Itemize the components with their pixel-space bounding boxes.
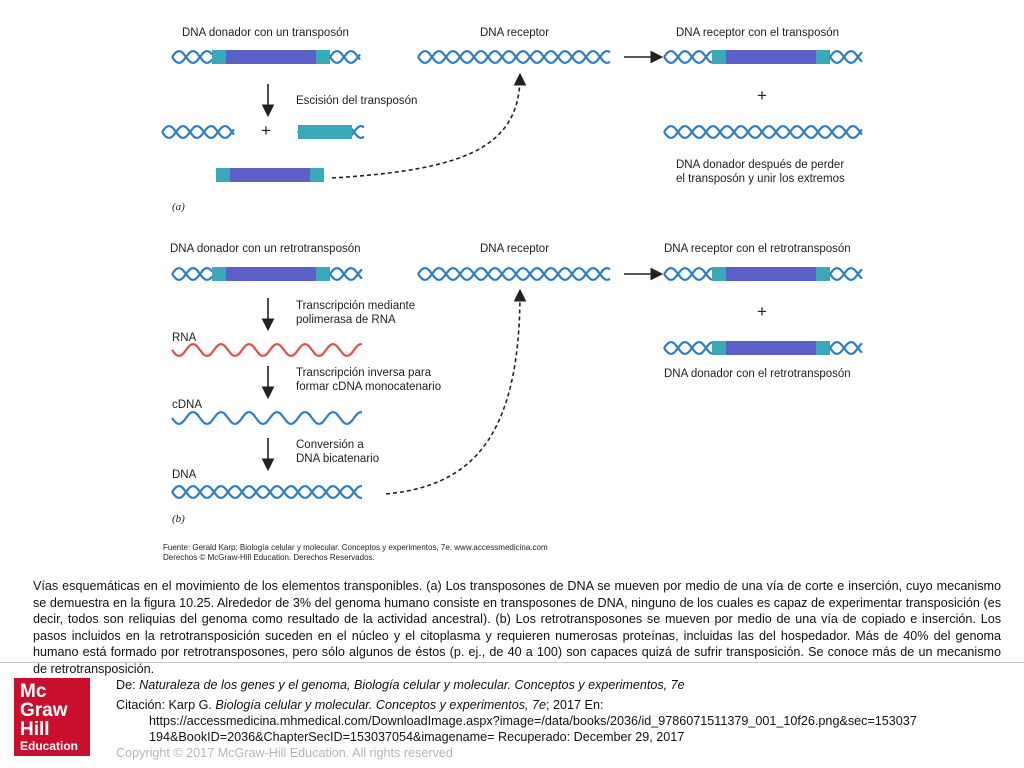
source-line1: Fuente: Gerald Karp: Biología celular y … — [163, 543, 548, 552]
receptor-with-a-left-strand-2 — [663, 50, 713, 64]
receptor-with-a-left-strand-1 — [663, 50, 713, 64]
logo-line1: Mc — [20, 681, 47, 702]
donor-with-b-left-strand-2 — [663, 341, 713, 355]
receptor-with-b-retro-end-right — [816, 267, 830, 281]
free-transposon — [216, 168, 324, 182]
donor-with-b-left-strand-1 — [663, 341, 713, 355]
step2-label-line2: formar cDNA monocatenario — [296, 381, 442, 393]
receptor-a-strand-1 — [417, 50, 611, 64]
donor-a-left-strand-2 — [171, 50, 213, 64]
citation-from-title: Naturaleza de los genes y el genoma, Bio… — [139, 678, 685, 692]
receptor-with-a-transposon — [712, 50, 830, 64]
step1-label-line1: Transcripción mediante — [296, 300, 416, 312]
receptor-label-a: DNA receptor — [480, 27, 550, 39]
donor-after-a-strand-2 — [663, 125, 863, 139]
receptor-with-a-right-strand-1 — [829, 50, 863, 64]
divider — [0, 662, 1024, 663]
rna-label: RNA — [172, 332, 197, 344]
donor-with-b-retro — [712, 341, 830, 355]
step2-label-line1: Transcripción inversa para — [296, 367, 432, 379]
excised-flank — [298, 125, 352, 139]
receptor-with-a-transposon-end-left — [712, 50, 726, 64]
citation-url-line1[interactable]: https://accessmedicina.mhmedical.com/Dow… — [149, 714, 917, 728]
donor-retrotransposon-label: DNA donador con un retrotransposón — [170, 243, 361, 255]
receptor-with-b-right-strand-1 — [829, 267, 863, 281]
citation-from-prefix: De: — [116, 678, 140, 692]
donor-a-transposon-end-left — [212, 50, 226, 64]
donor-a-right-strand-2 — [329, 50, 361, 64]
donor-with-b-right-strand-2 — [829, 341, 863, 355]
transfer-arrow-b — [385, 288, 527, 495]
cdna-label: cDNA — [172, 399, 203, 411]
rna-strand-strand-1 — [171, 343, 362, 357]
receptor-label-b: DNA receptor — [480, 243, 550, 255]
plus-sign-a1: + — [261, 121, 271, 140]
dna-double-strand-1 — [171, 485, 362, 499]
donor-with-b-retro-end-right — [816, 341, 830, 355]
donor-b-right-strand-2 — [329, 267, 363, 281]
donor-b-right-strand-1 — [329, 267, 363, 281]
copyright-text: Copyright © 2017 McGraw-Hill Education. … — [116, 746, 453, 760]
donor-b-retrotransposon-end-right — [316, 267, 330, 281]
source-line2: Derechos © McGraw-Hill Education. Derech… — [163, 553, 375, 562]
receptor-with-retrotransposon-label: DNA receptor con el retrotransposón — [664, 243, 851, 255]
donor-after-label-line2: el transposón y unir los extremos — [676, 173, 845, 185]
citation-suffix: ; 2017 En: — [546, 698, 604, 712]
citation-url-line2: 194&BookID=2036&ChapterSecID=153037054&i… — [149, 730, 685, 744]
receptor-with-b-left-strand-1 — [663, 267, 713, 281]
excision-label: Escisión del transposón — [296, 95, 418, 107]
citation-from: De: Naturaleza de los genes y el genoma,… — [116, 677, 685, 693]
citation-book: Biología celular y molecular. Conceptos … — [215, 698, 547, 712]
donor-b-left-strand-1 — [171, 267, 213, 281]
donor-with-b-retro-end-left — [712, 341, 726, 355]
logo-line2: Graw — [20, 700, 68, 721]
receptor-with-b-retro-end-left — [712, 267, 726, 281]
receptor-with-a-right-strand-2 — [829, 50, 863, 64]
logo-line3: Hill — [20, 719, 50, 740]
plus-sign-a2: + — [757, 86, 767, 105]
donor-a-transposon — [212, 50, 330, 64]
step3-label-line2: DNA bicatenario — [296, 453, 380, 465]
logo-line4: Education — [20, 739, 79, 753]
receptor-b-strand-2 — [417, 267, 611, 281]
mcgraw-hill-logo: Mc Graw Hill Education — [14, 678, 90, 756]
receptor-with-b-retro — [712, 267, 830, 281]
transposition-figure — [161, 50, 863, 499]
donor-b-retrotransposon-end-left — [212, 267, 226, 281]
donor-after-a-strand-1 — [663, 125, 863, 139]
dna-label: DNA — [172, 469, 197, 481]
donor-a-left-strand-1 — [171, 50, 213, 64]
free-transposon-end-left — [216, 168, 230, 182]
citation-line: Citación: Karp G. Biología celular y mol… — [116, 697, 603, 713]
step3-label-line1: Conversión a — [296, 439, 364, 451]
receptor-b-strand-1 — [417, 267, 611, 281]
receptor-a-strand-2 — [417, 50, 611, 64]
donor-b-left-strand-2 — [171, 267, 213, 281]
citation-prefix: Citación: Karp G — [116, 698, 209, 712]
donor-a-transposon-end-right — [316, 50, 330, 64]
step1-label-line2: polimerasa de RNA — [296, 314, 396, 326]
panel-b-letter: (b) — [172, 513, 185, 525]
citation-sep: . — [208, 698, 216, 712]
free-transposon-end-right — [310, 168, 324, 182]
cdna-strand-strand-1 — [171, 411, 362, 425]
panel-a-letter: (a) — [172, 201, 185, 213]
donor-a-right-strand-1 — [329, 50, 361, 64]
receptor-with-a-transposon-end-right — [816, 50, 830, 64]
transfer-arrow-a — [331, 72, 527, 179]
donor-b-retrotransposon — [212, 267, 330, 281]
excised-left-strand-1 — [161, 125, 235, 139]
receptor-with-b-right-strand-2 — [829, 267, 863, 281]
donor-transposon-label: DNA donador con un transposón — [182, 27, 349, 39]
donor-after-label-line1: DNA donador después de perder — [676, 159, 845, 171]
receptor-with-b-left-strand-2 — [663, 267, 713, 281]
excised-left-strand-2 — [161, 125, 235, 139]
receptor-with-transposon-label: DNA receptor con el transposón — [676, 27, 840, 39]
figure-source: Fuente: Gerald Karp: Biología celular y … — [163, 543, 548, 563]
donor-with-retrotransposon-label: DNA donador con el retrotransposón — [664, 368, 851, 380]
dna-double-strand-2 — [171, 485, 362, 499]
plus-sign-b: + — [757, 302, 767, 321]
donor-with-b-right-strand-1 — [829, 341, 863, 355]
figure-caption: Vías esquemáticas en el movimiento de lo… — [33, 579, 1001, 676]
